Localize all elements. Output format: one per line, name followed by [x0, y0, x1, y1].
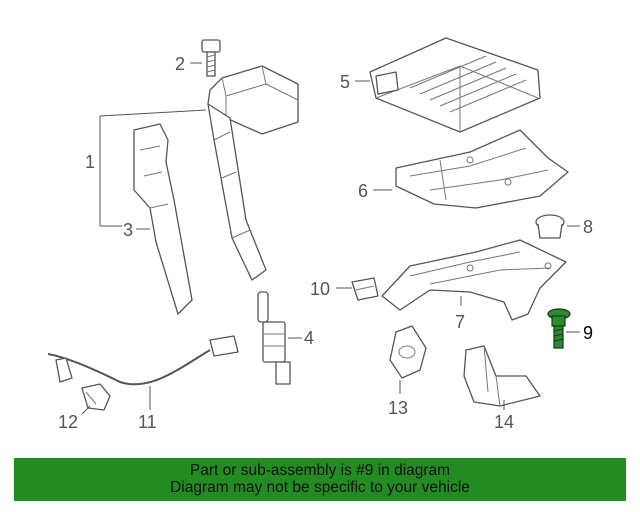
- callout-13: 13: [388, 398, 408, 418]
- banner-line-1: Part or sub-assembly is #9 in diagram: [189, 462, 451, 479]
- callout-5: 5: [340, 72, 350, 92]
- callout-8: 8: [583, 217, 593, 237]
- part-13-sensor[interactable]: [389, 325, 427, 379]
- callout-4: 4: [304, 328, 314, 348]
- callout-3: 3: [123, 220, 133, 240]
- part-3-coil-bracket[interactable]: [133, 123, 193, 315]
- part-5-control-module[interactable]: [369, 37, 541, 133]
- part-1-ignition-coil[interactable]: [207, 65, 299, 281]
- banner-line-2: Diagram may not be specific to your vehi…: [170, 479, 470, 496]
- part-6-bracket[interactable]: [395, 129, 569, 209]
- callout-7: 7: [455, 312, 465, 332]
- part-11-sensor-harness[interactable]: [47, 335, 239, 386]
- part-2-bolt[interactable]: [201, 39, 221, 77]
- callout-14: 14: [494, 412, 514, 432]
- highlight-banner: Part or sub-assembly is #9 in diagram Di…: [14, 458, 626, 501]
- callout-2: 2: [175, 54, 185, 74]
- callout-1: 1: [85, 152, 95, 172]
- callout-6: 6: [358, 181, 368, 201]
- callout-10: 10: [310, 279, 330, 299]
- part-9-bolt-highlighted[interactable]: [547, 308, 571, 349]
- callout-9: 9: [583, 323, 593, 343]
- part-4-spark-plug[interactable]: [257, 291, 291, 385]
- part-7-lower-bracket[interactable]: [381, 239, 567, 321]
- part-12-bolt[interactable]: [81, 383, 111, 411]
- callout-11: 11: [138, 412, 157, 432]
- callout-12: 12: [58, 412, 78, 432]
- part-10-clip[interactable]: [351, 277, 379, 301]
- exploded-parts-diagram: 2 1 3 4 5 6 7 8 9 10 11 12 13 14: [47, 37, 593, 432]
- part-8-grommet[interactable]: [535, 214, 565, 239]
- leader-lines: [81, 62, 580, 415]
- part-14-cover[interactable]: [463, 345, 541, 407]
